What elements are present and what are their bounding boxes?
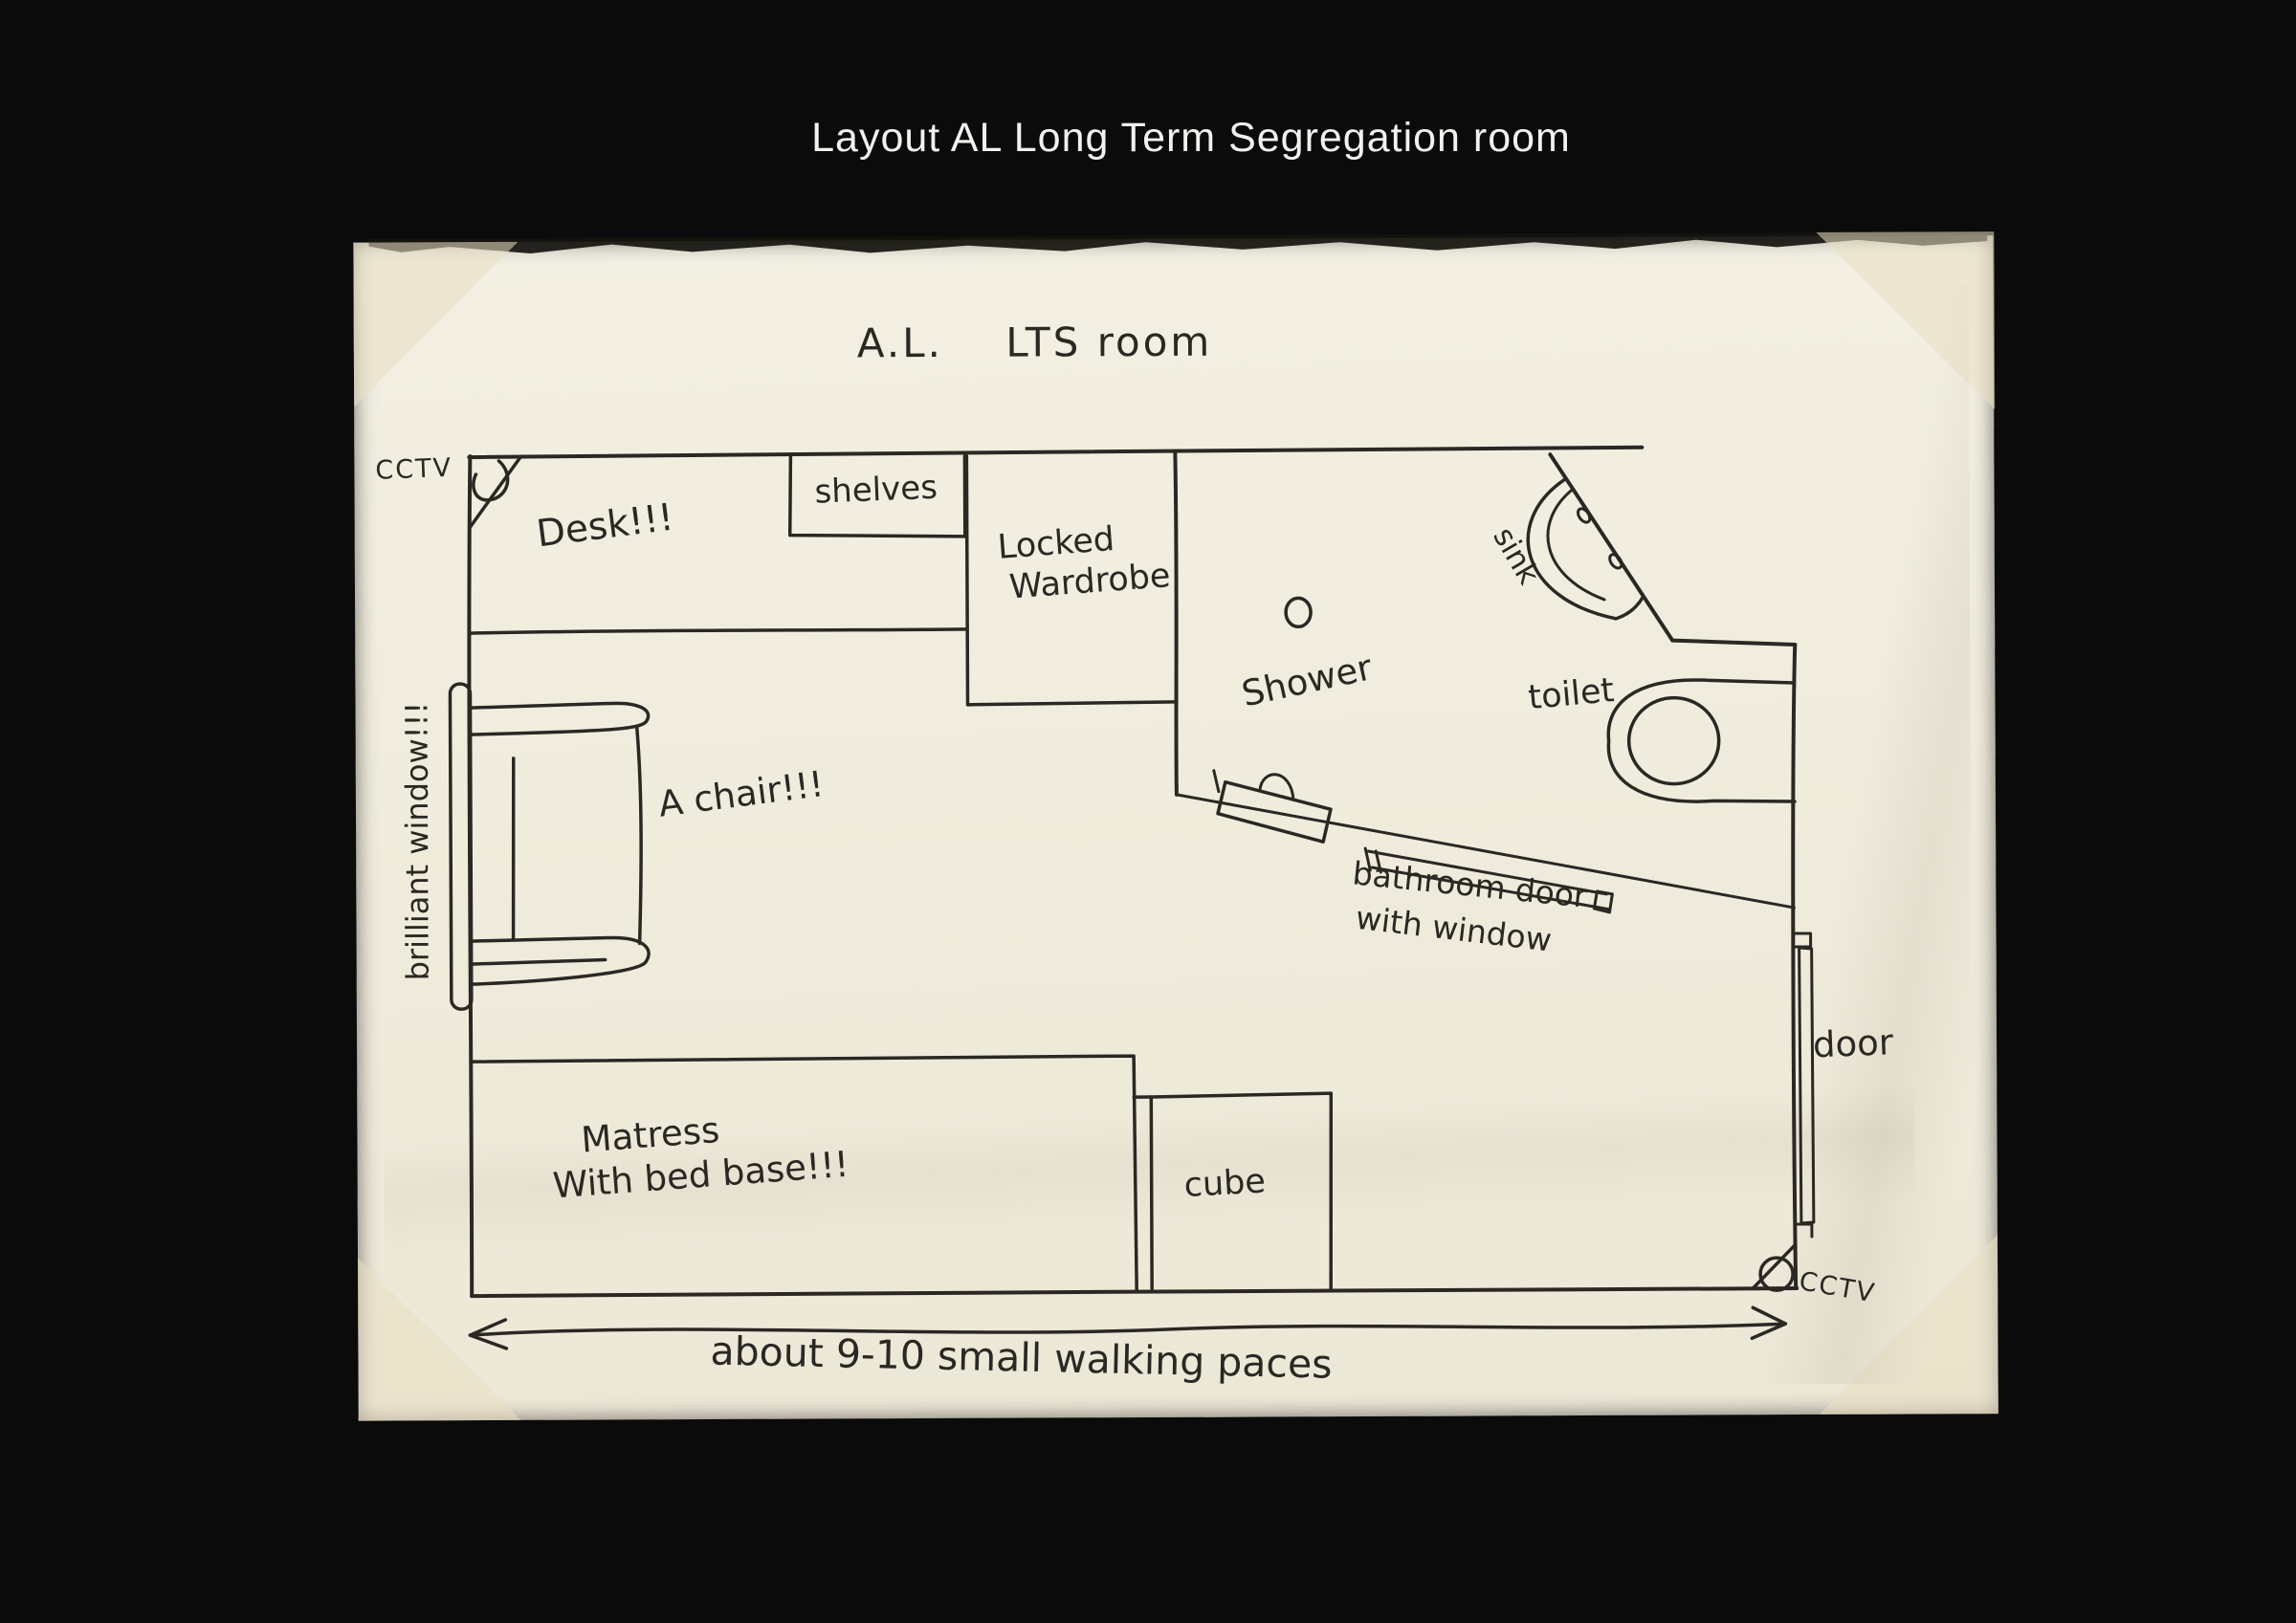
toilet-inner xyxy=(1626,695,1721,786)
bathroom-door-hinge-tick xyxy=(1212,769,1221,794)
bathroom-door-handle xyxy=(1258,773,1295,801)
chair-bottom-arm xyxy=(469,935,651,986)
main-door-leaf xyxy=(1798,946,1816,1225)
bathroom-door-leaf xyxy=(1216,779,1333,844)
shelves-box xyxy=(787,454,967,538)
bed-box xyxy=(470,1054,1138,1293)
sink-tap-hole xyxy=(1608,553,1623,570)
main-door-top-frame xyxy=(1793,932,1813,949)
label-cctv-top: CCTV xyxy=(374,452,453,486)
chair-seat-edge xyxy=(469,957,607,966)
shower-head-icon xyxy=(1284,596,1313,629)
toilet-outer xyxy=(1606,678,1797,803)
page-title: Layout AL Long Term Segregation room xyxy=(811,115,1571,161)
cube-box xyxy=(1149,1091,1334,1293)
label-shelves: shelves xyxy=(813,468,938,512)
label-cube: cube xyxy=(1182,1162,1267,1206)
bathroom-door-frame-tick xyxy=(1363,846,1382,874)
wall-bottom xyxy=(470,1286,1799,1299)
main-door-bottom-frame xyxy=(1795,1222,1814,1239)
wardrobe-box xyxy=(964,454,1179,707)
cctv-corner-line-top xyxy=(467,456,522,530)
window-strip xyxy=(448,682,474,1011)
cctv-camera-bottom-icon xyxy=(1758,1256,1795,1292)
label-toilet: toilet xyxy=(1526,671,1616,718)
wall-bathroom-partition xyxy=(1173,450,1179,797)
label-wardrobe-line1: Locked xyxy=(996,519,1116,567)
sink-tap-hole xyxy=(1576,507,1592,524)
bathroom-door-end-cap xyxy=(1592,889,1614,914)
chair-back xyxy=(634,724,643,946)
desk-front-edge xyxy=(468,627,969,635)
paces-arrowhead-left xyxy=(468,1318,509,1350)
plan-title: A.L. LTS room xyxy=(856,318,1213,367)
wall-right xyxy=(1791,643,1799,1291)
label-door: door xyxy=(1812,1021,1894,1066)
chair-seat-side xyxy=(511,757,516,942)
sink-bowl-outer xyxy=(1526,478,1645,621)
cctv-corner-line-bottom xyxy=(1751,1243,1797,1290)
label-window: brilliant window!!! xyxy=(398,701,436,981)
bathroom-door-window xyxy=(1366,849,1611,911)
cctv-camera-top-icon xyxy=(472,459,510,502)
chair-top-arm xyxy=(468,701,651,736)
sink-bowl-inner xyxy=(1546,487,1606,602)
wall-top xyxy=(467,445,1645,460)
paces-arrowhead-right xyxy=(1750,1305,1788,1341)
paces-arrow xyxy=(468,1322,1788,1337)
wall-sink-ledge xyxy=(1670,638,1798,647)
wall-sink-diagonal xyxy=(1548,452,1675,643)
wall-bathroom-diagonal xyxy=(1175,793,1796,910)
